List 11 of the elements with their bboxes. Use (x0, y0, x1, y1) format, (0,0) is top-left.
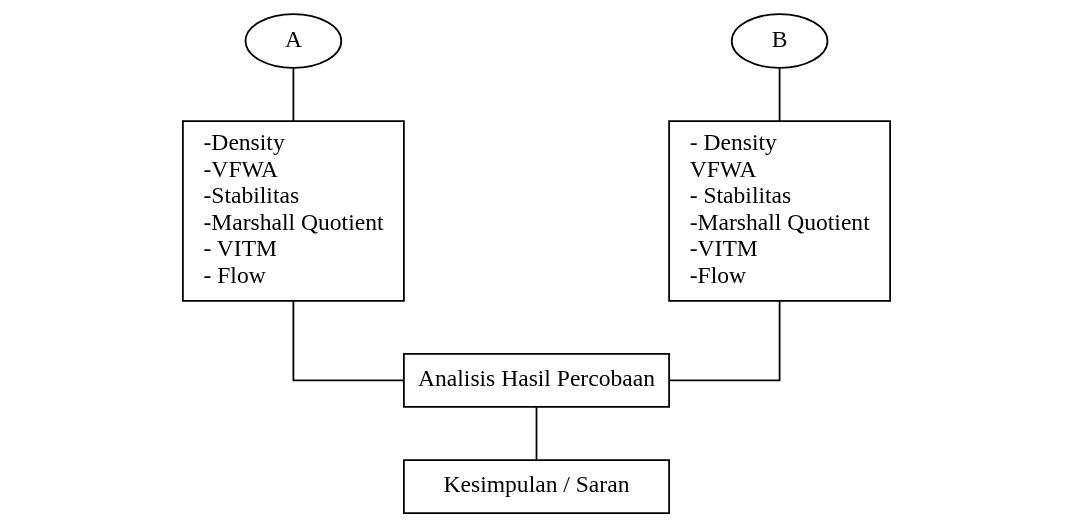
node-ellipse: B (730, 13, 829, 69)
node-box: Kesimpulan / Saran (403, 459, 670, 514)
connector (535, 406, 538, 461)
connector (668, 300, 781, 382)
connector (778, 67, 781, 122)
node-box: -Density -VFWA -Stabilitas -Marshall Quotient - VITM - Flow (182, 120, 405, 302)
node-ellipse: A (244, 13, 343, 69)
node-box: - Density VFWA - Stabilitas -Marshall Quotient -VITM -Flow (668, 120, 891, 302)
node-box: Analisis Hasil Percobaan (403, 353, 670, 408)
connector (292, 67, 295, 122)
connector (292, 300, 405, 382)
